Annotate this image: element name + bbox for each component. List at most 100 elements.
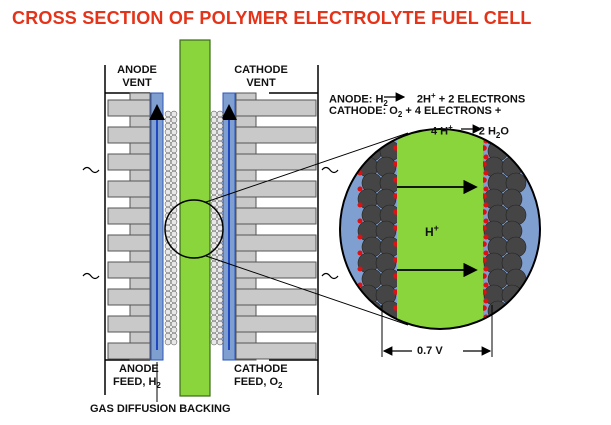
catalyst-bead (164, 260, 172, 268)
catalyst-bead (210, 314, 218, 322)
mag-right-platinum (483, 170, 489, 176)
catalyst-bead (164, 326, 172, 334)
catalyst-bead (210, 224, 218, 232)
catalyst-bead (210, 140, 218, 148)
catalyst-bead (164, 158, 172, 166)
mag-left-platinum (357, 314, 363, 320)
catalyst-bead (170, 188, 178, 196)
catalyst-bead (210, 122, 218, 130)
anode-plate-rib (107, 126, 151, 144)
mag-left-platinum (357, 250, 363, 256)
catalyst-bead (164, 248, 172, 256)
polymer-membrane (179, 39, 211, 397)
mag-left-carbon (357, 129, 379, 146)
catalyst-bead (216, 134, 224, 142)
anode-plate-rib (107, 99, 151, 117)
catalyst-bead (216, 116, 224, 124)
magnified-view (340, 129, 540, 336)
catalyst-bead (216, 290, 224, 298)
anode-plate (107, 92, 151, 361)
catalyst-bead (164, 296, 172, 304)
catalyst-bead (210, 230, 218, 238)
catalyst-bead (164, 164, 172, 172)
catalyst-bead (164, 140, 172, 148)
catalyst-bead (170, 140, 178, 148)
mag-right-platinum (483, 154, 489, 160)
cathode-plate-rib (235, 99, 317, 117)
catalyst-bead (210, 176, 218, 184)
catalyst-bead (164, 284, 172, 292)
catalyst-bead (170, 308, 178, 316)
mag-right-platinum (483, 250, 489, 256)
mag-left-platinum (357, 154, 363, 160)
cathode-plate-rib (235, 315, 317, 333)
catalyst-bead (164, 110, 172, 118)
catalyst-bead (170, 194, 178, 202)
catalyst-bead (216, 266, 224, 274)
magnified-circle-border (339, 128, 541, 330)
catalyst-bead (210, 134, 218, 142)
cathode-feed-label: CATHODE FEED, O2 (234, 363, 288, 391)
mag-left-platinum (357, 266, 363, 272)
catalyst-bead (164, 272, 172, 280)
cathode-catalyst-layer (210, 110, 224, 346)
mag-right-platinum (483, 282, 489, 288)
mag-left-platinum (393, 129, 399, 135)
catalyst-bead (170, 212, 178, 220)
catalyst-bead (216, 332, 224, 340)
catalyst-bead (210, 212, 218, 220)
focus-circle (164, 199, 224, 259)
anode-plate-rib (107, 207, 151, 225)
mag-right-platinum (484, 331, 489, 336)
catalyst-bead (170, 326, 178, 334)
catalyst-bead (210, 116, 218, 124)
mag-right-platinum (483, 234, 489, 240)
zoom-line-top (205, 132, 409, 203)
anode-plate-rib (107, 261, 151, 279)
catalyst-bead (164, 146, 172, 154)
catalyst-bead (170, 314, 178, 322)
catalyst-bead (216, 200, 224, 208)
catalyst-bead (210, 218, 218, 226)
anode-feed-label: ANODE FEED, H2 (113, 363, 161, 391)
catalyst-bead (216, 284, 224, 292)
catalyst-bead (210, 266, 218, 274)
catalyst-bead (210, 182, 218, 190)
catalyst-bead (170, 272, 178, 280)
catalyst-bead (164, 200, 172, 208)
mag-right-platinum (483, 186, 489, 192)
mag-right-carbon (483, 316, 505, 329)
mag-left-platinum (357, 218, 363, 224)
catalyst-bead (164, 278, 172, 286)
catalyst-bead (216, 164, 224, 172)
catalyst-bead (164, 314, 172, 322)
cathode-plate-rib (235, 207, 317, 225)
catalyst-bead (170, 110, 178, 118)
catalyst-bead (164, 182, 172, 190)
catalyst-bead (216, 128, 224, 136)
catalyst-bead (216, 320, 224, 328)
catalyst-bead (170, 338, 178, 346)
break-marks (82, 166, 339, 280)
catalyst-bead (170, 290, 178, 298)
catalyst-bead (216, 314, 224, 322)
mag-right-carbon (501, 284, 523, 306)
catalyst-bead (164, 290, 172, 298)
mag-left-platinum (357, 138, 363, 144)
mag-left-platinum (357, 234, 363, 240)
catalyst-bead (170, 260, 178, 268)
catalyst-bead (210, 302, 218, 310)
catalyst-bead (170, 134, 178, 142)
catalyst-bead (216, 248, 224, 256)
catalyst-bead (164, 254, 172, 262)
anode-plate-rib (107, 180, 151, 198)
mag-left-carbon (357, 316, 379, 329)
catalyst-bead (216, 110, 224, 118)
catalyst-bead (216, 302, 224, 310)
anode-catalyst-layer (164, 110, 178, 346)
cathode-plate-rib (235, 288, 317, 306)
catalyst-bead (164, 152, 172, 160)
catalyst-bead (216, 176, 224, 184)
catalyst-bead (170, 266, 178, 274)
